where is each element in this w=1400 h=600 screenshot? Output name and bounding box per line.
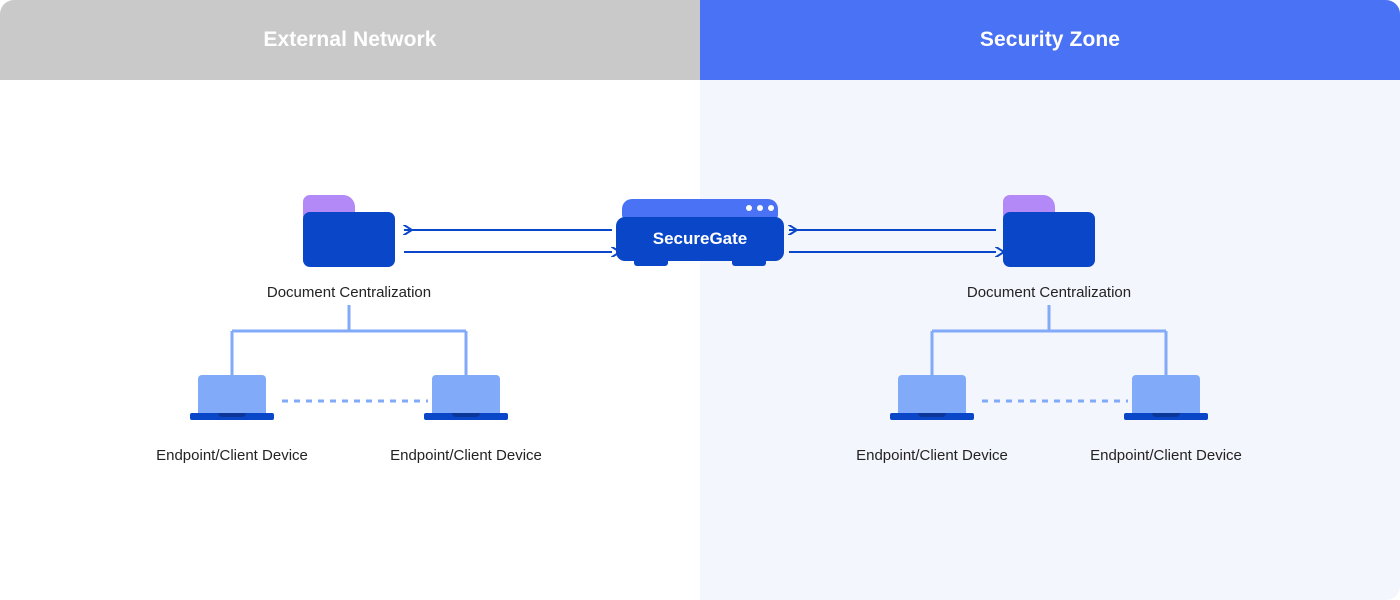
gateway-appliance-icon: SecureGate bbox=[616, 199, 784, 267]
gateway-foot-right-icon bbox=[732, 261, 766, 266]
status-dot-icon bbox=[746, 205, 752, 211]
zone-title-security-zone: Security Zone bbox=[979, 28, 1121, 51]
status-dot-icon bbox=[757, 205, 763, 211]
zone-external-network: External Network bbox=[0, 0, 700, 80]
laptop-screen-icon bbox=[898, 375, 966, 413]
laptop-notch-icon bbox=[1152, 413, 1180, 417]
endpoint-label-external-1: Endpoint/Client Device bbox=[156, 447, 308, 464]
laptop-icon bbox=[424, 375, 508, 423]
folder-label-external: Document Centralization bbox=[266, 284, 432, 301]
gateway-status-dots-icon bbox=[746, 205, 774, 211]
folder-tab-icon bbox=[1003, 195, 1055, 217]
laptop-notch-icon bbox=[218, 413, 246, 417]
zone-title-external-network: External Network bbox=[263, 28, 437, 51]
status-dot-icon bbox=[768, 205, 774, 211]
laptop-notch-icon bbox=[918, 413, 946, 417]
folder-icon bbox=[1003, 195, 1095, 267]
folder-node-external[interactable] bbox=[303, 195, 395, 267]
laptop-notch-icon bbox=[452, 413, 480, 417]
gateway-body-icon: SecureGate bbox=[616, 217, 784, 261]
folder-label-security: Document Centralization bbox=[966, 284, 1132, 301]
endpoint-label-security-2: Endpoint/Client Device bbox=[1090, 447, 1242, 464]
endpoint-label-external-2: Endpoint/Client Device bbox=[390, 447, 542, 464]
endpoint-node-security-2[interactable] bbox=[1124, 375, 1208, 423]
folder-node-security[interactable] bbox=[1003, 195, 1095, 267]
laptop-screen-icon bbox=[198, 375, 266, 413]
endpoint-node-security-1[interactable] bbox=[890, 375, 974, 423]
laptop-screen-icon bbox=[1132, 375, 1200, 413]
laptop-screen-icon bbox=[432, 375, 500, 413]
laptop-icon bbox=[190, 375, 274, 423]
gateway-foot-left-icon bbox=[634, 261, 668, 266]
laptop-icon bbox=[890, 375, 974, 423]
folder-body-icon bbox=[1003, 212, 1095, 267]
endpoint-label-security-1: Endpoint/Client Device bbox=[856, 447, 1008, 464]
gateway-node-securegate[interactable]: SecureGate bbox=[616, 199, 784, 267]
zone-security-zone: Security Zone bbox=[700, 0, 1400, 600]
folder-body-icon bbox=[303, 212, 395, 267]
zone-header-external-network: External Network bbox=[0, 0, 700, 80]
endpoint-node-external-2[interactable] bbox=[424, 375, 508, 423]
gateway-lid-icon bbox=[622, 199, 778, 219]
zone-header-security-zone: Security Zone bbox=[700, 0, 1400, 80]
endpoint-node-external-1[interactable] bbox=[190, 375, 274, 423]
laptop-icon bbox=[1124, 375, 1208, 423]
gateway-label: SecureGate bbox=[652, 229, 748, 248]
folder-icon bbox=[303, 195, 395, 267]
folder-tab-icon bbox=[303, 195, 355, 217]
